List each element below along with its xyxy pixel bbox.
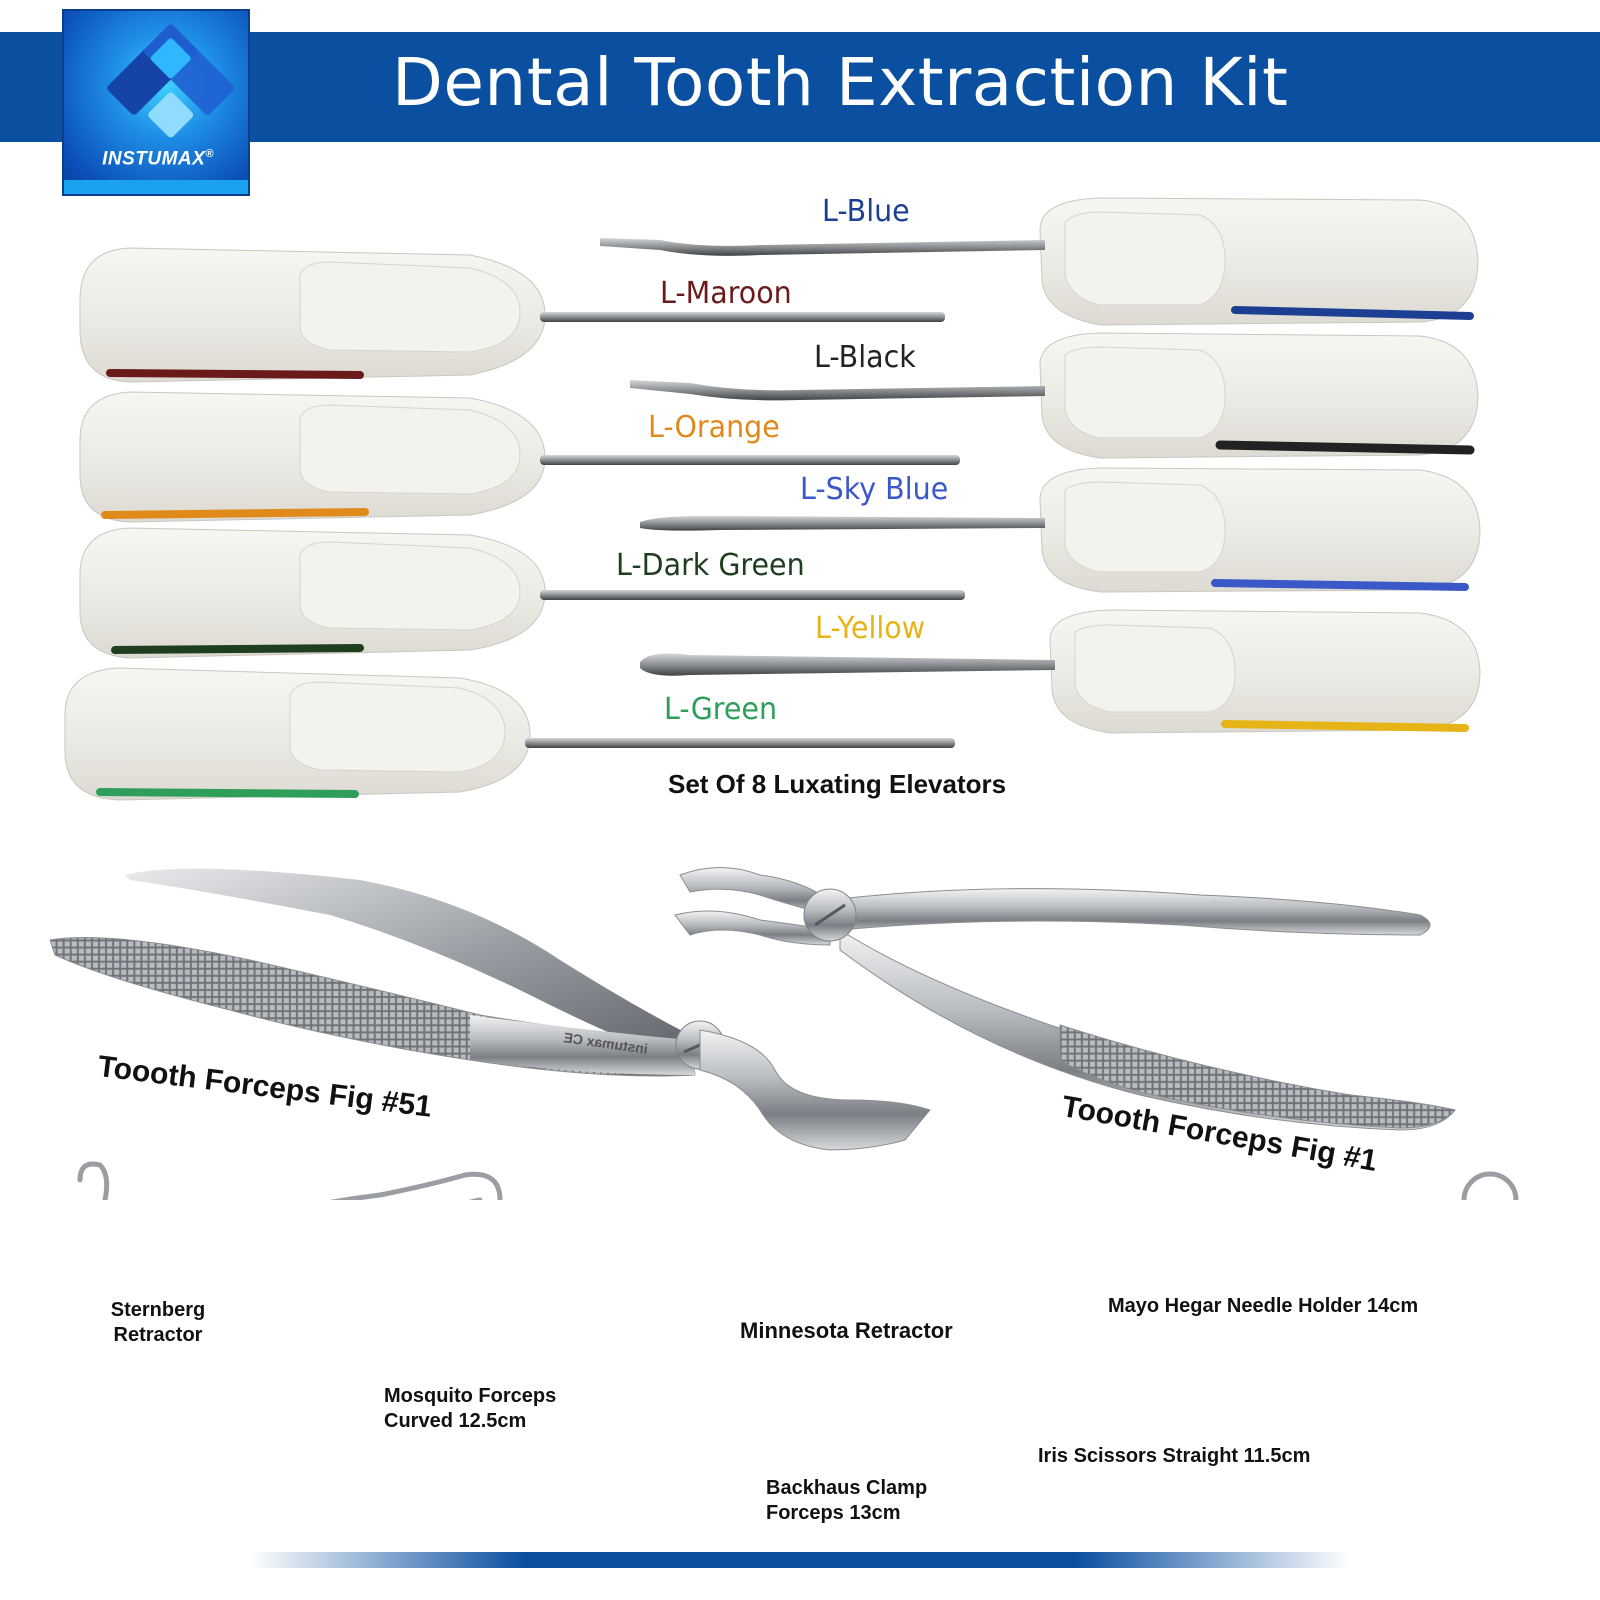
sternberg-retractor-image: [77, 1161, 503, 1200]
label-mosquito-line-2: Curved 12.5cm: [384, 1410, 527, 1432]
elevator-blue: [600, 197, 1479, 326]
forceps-illustration: instumax CE: [49, 867, 1519, 1200]
label-sternberg-line-1: Sternberg: [110, 1299, 206, 1321]
brand-name: INSTUMAX®: [102, 148, 214, 170]
forceps-fig-51: instumax CE: [49, 868, 931, 1151]
instumax-logo: INSTUMAX®: [62, 9, 250, 196]
label-sternberg-line-2: Retractor: [113, 1324, 203, 1346]
label-mayo-hegar: Mayo Hegar Needle Holder 14cm: [1108, 1295, 1419, 1317]
elevator-black: [630, 332, 1479, 459]
elevator-green: [64, 667, 955, 801]
logo-accent-bar: [64, 180, 248, 194]
label-l-green: L-Green: [664, 692, 778, 727]
elevator-dark-green: [79, 527, 965, 659]
bottom-divider: [250, 1552, 1350, 1568]
label-sternberg-retractor: Sternberg Retractor: [78, 1298, 238, 1348]
mayo-hegar-image: [1461, 1171, 1519, 1200]
label-backhaus-line-1: Backhaus Clamp: [766, 1477, 928, 1499]
label-l-blue: L-Blue: [822, 194, 910, 229]
elevator-sky-blue: [640, 467, 1481, 593]
label-mosquito-forceps: Mosquito Forceps Curved 12.5cm: [384, 1384, 556, 1434]
title-banner: [0, 32, 1600, 142]
elevator-maroon: [79, 247, 945, 383]
elevators-illustration: [64, 197, 1481, 801]
logo-diamond-icon: [107, 24, 235, 138]
label-iris-scissors: Iris Scissors Straight 11.5cm: [1038, 1445, 1311, 1467]
label-l-yellow: L-Yellow: [815, 611, 926, 646]
elevator-orange: [79, 391, 960, 523]
label-l-maroon: L-Maroon: [660, 276, 792, 311]
label-backhaus-clamp: Backhaus Clamp Forceps 13cm: [766, 1476, 927, 1526]
label-l-dark-green: L-Dark Green: [616, 548, 805, 583]
label-l-orange: L-Orange: [648, 410, 780, 445]
label-backhaus-line-2: Forceps 13cm: [766, 1502, 901, 1524]
elevators-caption: Set Of 8 Luxating Elevators: [668, 769, 1007, 799]
label-l-sky-blue: L-Sky Blue: [800, 472, 949, 507]
page-title: Dental Tooth Extraction Kit: [392, 44, 1289, 121]
elevator-yellow: [640, 609, 1481, 734]
label-mosquito-line-1: Mosquito Forceps: [384, 1385, 557, 1407]
label-minnesota-retractor: Minnesota Retractor: [740, 1318, 953, 1343]
forceps-fig-1: [674, 867, 1456, 1131]
label-l-black: L-Black: [814, 340, 916, 375]
